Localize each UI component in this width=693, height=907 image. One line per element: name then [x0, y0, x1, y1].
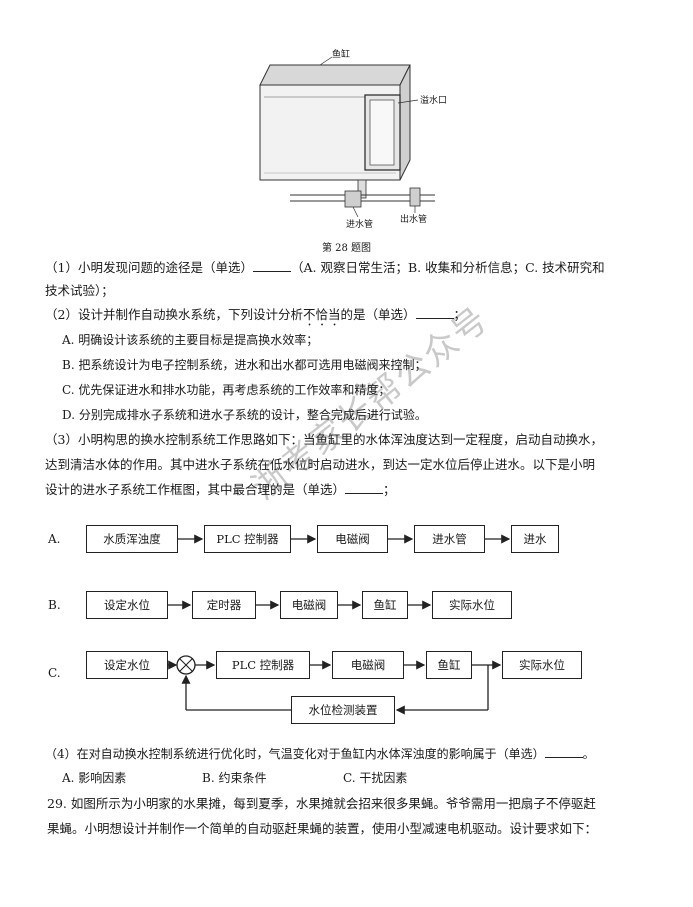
label-drain: 溢水口 — [420, 96, 448, 106]
fish-tank-drawing — [259, 56, 435, 218]
diagram-c-box-1: 设定水位 — [86, 651, 168, 679]
q2-option-a: A. 明确设计该系统的主要目标是提高换水效率； — [62, 333, 319, 347]
q2-option-b: B. 把系统设计为电子控制系统，进水和出水都可选用电磁阀来控制； — [62, 358, 427, 372]
diagram-a-label: A. — [48, 532, 61, 546]
q3-line3: 设计的进水子系统工作框图，其中最合理的是（单选）； — [45, 481, 396, 497]
diagram-c-box-3: 电磁阀 — [332, 651, 404, 679]
diagram-c-box-5: 实际水位 — [502, 651, 582, 679]
q2-stem: （2）设计并制作自动换水系统，下列设计分析不恰当的是（单选）； — [45, 306, 467, 322]
diagram-a-box-3: 电磁阀 — [317, 525, 388, 553]
diagram-c: C. 设定水位 PLC 控制器 电磁阀 鱼缸 实际水位 水位检测装置 — [48, 648, 648, 728]
q4-stem: （4）在对自动换水控制系统进行优化时，气温变化对于鱼缸内水体浑浊度的影响属于（单… — [45, 745, 595, 761]
q1-answer-blank[interactable] — [252, 259, 291, 272]
q3-line1: （3）小明构思的换水控制系统工作思路如下：当鱼缸里的水体浑浊度达到一定程度，启动… — [45, 432, 603, 447]
diagram-b-box-2: 定时器 — [192, 591, 256, 619]
diagram-b: B. 设定水位 定时器 电磁阀 鱼缸 实际水位 — [48, 588, 648, 624]
diagram-a-box-5: 进水 — [511, 525, 559, 553]
label-tank: 鱼缸 — [332, 50, 351, 60]
diagram-a-box-1: 水质浑浊度 — [86, 525, 178, 553]
diagram-a-arrows — [178, 534, 511, 544]
diagram-a-box-4: 进水管 — [414, 525, 485, 553]
diagram-c-box-4: 鱼缸 — [426, 651, 472, 679]
label-inlet: 进水管 — [346, 220, 374, 230]
q4-option-b: B. 约束条件 — [202, 771, 267, 785]
diagram-b-box-4: 鱼缸 — [362, 591, 408, 619]
q2-option-d: D. 分别完成排水子系统和进水子系统的设计，整合完成后进行试验。 — [62, 408, 427, 422]
q4-option-c: C. 干扰因素 — [343, 771, 408, 785]
q2-option-c: C. 优先保证进水和排水功能，再考虑系统的工作效率和精度； — [62, 383, 391, 397]
diagram-a-box-2: PLC 控制器 — [204, 525, 291, 553]
fish-tank-figure: 鱼缸 溢水口 进水管 出水管 — [240, 45, 470, 245]
diagram-b-box-1: 设定水位 — [86, 591, 168, 619]
figure-caption: 第 28 题图 — [321, 243, 372, 254]
label-outlet: 出水管 — [400, 215, 428, 225]
q29-line1: 29. 如图所示为小明家的水果摊，每到夏季，水果摊就会招来很多果蝇。爷爷需用一把… — [47, 796, 596, 811]
q2-emphasis: 不恰当 — [302, 307, 341, 322]
diagram-c-label: C. — [48, 666, 61, 680]
diagram-b-label: B. — [48, 598, 61, 612]
diagram-c-feedback-box: 水位检测装置 — [291, 696, 395, 724]
diagram-b-box-3: 电磁阀 — [280, 591, 338, 619]
q4-option-a: A. 影响因素 — [62, 771, 127, 785]
diagram-b-box-5: 实际水位 — [432, 591, 512, 619]
q1-line1: （1）小明发现问题的途径是（单选）（A. 观察日常生活；B. 收集和分析信息；C… — [45, 259, 605, 275]
q3-answer-blank[interactable] — [345, 481, 384, 494]
q3-line2: 达到清洁水体的作用。其中进水子系统在低水位时启动进水，到达一定水位后停止进水。以… — [45, 457, 596, 472]
q2-answer-blank[interactable] — [415, 306, 454, 319]
diagram-c-arrows — [168, 655, 502, 715]
diagram-a: A. 水质浑浊度 PLC 控制器 电磁阀 进水管 进水 — [48, 522, 648, 558]
diagram-b-arrows — [168, 600, 432, 610]
q1-line2: 技术试验）； — [45, 283, 114, 298]
q4-answer-blank[interactable] — [544, 745, 583, 758]
q29-line2: 果蝇。小明想设计并制作一个简单的自动驱赶果蝇的装置，使用小型减速电机驱动。设计要… — [47, 821, 598, 836]
diagram-c-box-2: PLC 控制器 — [216, 651, 310, 679]
